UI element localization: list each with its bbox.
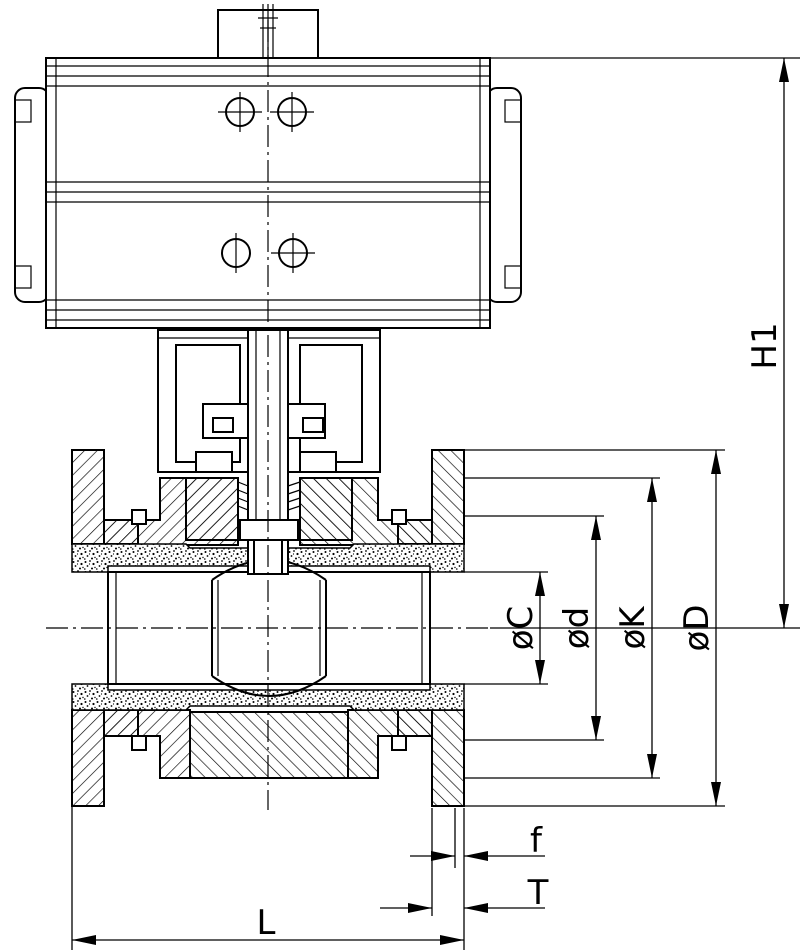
label-phi-d-inner: ød bbox=[557, 607, 597, 649]
air-port-top-right bbox=[270, 92, 314, 132]
label-phi-c: øC bbox=[501, 606, 541, 651]
air-port-top-left bbox=[218, 92, 262, 132]
bottom-cover bbox=[189, 711, 349, 779]
dimensions bbox=[71, 57, 800, 950]
air-port-bottom-right bbox=[271, 233, 315, 273]
label-h1: H1 bbox=[745, 322, 785, 369]
label-phi-d-outer: øD bbox=[677, 605, 717, 652]
label-t: T bbox=[527, 873, 549, 913]
label-f: f bbox=[530, 821, 543, 861]
label-phi-k: øK bbox=[613, 605, 653, 650]
actuator-left-endcap bbox=[14, 87, 50, 303]
air-port-bottom-left bbox=[221, 233, 251, 273]
actuator-right-endcap bbox=[486, 87, 522, 303]
label-l: L bbox=[257, 903, 276, 943]
